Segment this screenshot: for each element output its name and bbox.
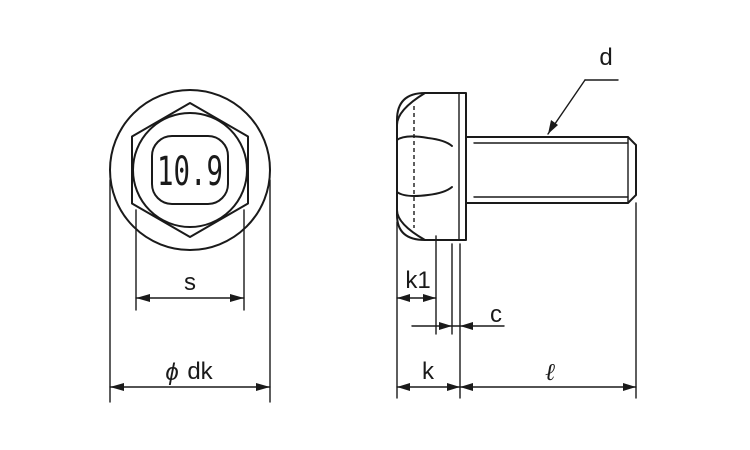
dk-arrow-right — [256, 383, 270, 391]
k-arrow-right — [447, 383, 460, 391]
k1-arrow-right — [423, 294, 436, 302]
k-label: k — [422, 358, 435, 385]
hex-head-outline — [396, 92, 453, 241]
diameter-symbol: ϕ — [165, 359, 178, 386]
hex-inscribed-circle — [132, 112, 248, 228]
d-leader-arrow — [548, 120, 558, 134]
head-crown-line-bottom — [396, 186, 453, 197]
l-label: ℓ — [545, 358, 555, 386]
hex-outline — [131, 102, 249, 238]
flange-circle — [109, 89, 271, 251]
head-chamfer-top — [396, 92, 426, 126]
c-arrow-left — [439, 322, 452, 330]
k1-label: k1 — [405, 267, 430, 294]
head-crown-line-top — [396, 135, 453, 147]
k-arrow-left — [397, 383, 410, 391]
s-arrow-right — [230, 294, 244, 302]
dk-label: dk — [187, 358, 213, 385]
mark-recess — [151, 135, 229, 205]
k1-arrow-left — [397, 294, 410, 302]
s-arrow-left — [136, 294, 150, 302]
side-view: d k1 c k ℓ — [396, 44, 637, 399]
l-arrow-left — [460, 383, 473, 391]
head-chamfer-bottom — [396, 209, 426, 241]
d-label: d — [599, 44, 612, 71]
c-label: c — [490, 301, 502, 328]
top-view: 10.9 s ϕ dk — [109, 89, 271, 403]
s-label: s — [184, 269, 196, 296]
strength-grade-mark: 10.9 — [157, 149, 223, 195]
c-arrow-right — [460, 322, 473, 330]
shank-outline — [465, 136, 637, 204]
dk-arrow-left — [110, 383, 124, 391]
l-arrow-right — [623, 383, 636, 391]
